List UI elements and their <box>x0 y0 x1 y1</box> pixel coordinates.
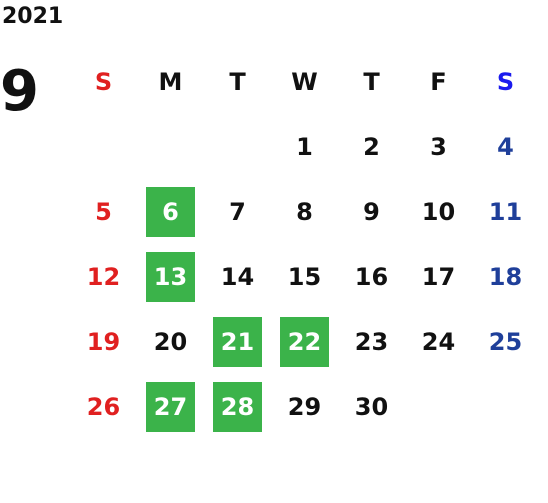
day-cell[interactable]: 7 <box>204 179 271 244</box>
day-cell[interactable]: 20 <box>137 309 204 374</box>
day-number: 7 <box>229 197 246 226</box>
day-cell[interactable]: 29 <box>271 374 338 439</box>
day-cell[interactable]: 16 <box>338 244 405 309</box>
day-cell[interactable]: 18 <box>472 244 539 309</box>
weekday-header-row: S M T W T F S <box>70 49 540 114</box>
day-number: 28 <box>213 381 262 432</box>
day-number: 24 <box>421 327 456 356</box>
day-number <box>213 122 262 172</box>
day-cell[interactable]: 17 <box>405 244 472 309</box>
day-cell[interactable]: 9 <box>338 179 405 244</box>
month-number: 9 <box>0 59 39 124</box>
day-cell[interactable]: 23 <box>338 309 405 374</box>
day-number: 6 <box>146 186 195 237</box>
day-number: 11 <box>488 197 523 226</box>
empty-day-cell <box>405 374 472 439</box>
weekday-header-sunday: S <box>94 67 113 96</box>
day-number <box>79 122 128 172</box>
day-number: 23 <box>354 327 389 356</box>
day-number: 30 <box>354 392 389 421</box>
day-number: 8 <box>296 197 313 226</box>
weekday-header-tuesday: T <box>229 67 246 96</box>
week-row: 12 13 14 15 16 17 18 <box>70 244 540 309</box>
week-row: 19 20 21 22 23 24 25 <box>70 309 540 374</box>
day-number: 22 <box>280 316 329 367</box>
day-number <box>414 382 463 432</box>
day-cell[interactable]: 26 <box>70 374 137 439</box>
day-cell[interactable]: 28 <box>204 374 271 439</box>
weekday-header-saturday: S <box>496 67 515 96</box>
day-cell[interactable]: 22 <box>271 309 338 374</box>
week-row: 1 2 3 4 <box>70 114 540 179</box>
day-number: 29 <box>287 392 322 421</box>
day-number <box>481 382 530 432</box>
day-number: 19 <box>86 327 121 356</box>
day-number: 18 <box>488 262 523 291</box>
day-cell[interactable]: 1 <box>271 114 338 179</box>
weekday-header-wednesday: W <box>291 67 318 96</box>
weekday-header-monday: M <box>158 67 183 96</box>
day-number: 25 <box>488 327 523 356</box>
day-cell[interactable]: 4 <box>472 114 539 179</box>
day-number: 1 <box>296 132 313 161</box>
day-number: 17 <box>421 262 456 291</box>
day-cell[interactable]: 10 <box>405 179 472 244</box>
day-cell[interactable]: 25 <box>472 309 539 374</box>
day-number: 21 <box>213 316 262 367</box>
empty-day-cell <box>204 114 271 179</box>
empty-day-cell <box>70 114 137 179</box>
day-cell[interactable]: 6 <box>137 179 204 244</box>
day-number: 13 <box>146 251 195 302</box>
weekday-header-friday: F <box>430 67 447 96</box>
day-number <box>146 122 195 172</box>
day-cell[interactable]: 27 <box>137 374 204 439</box>
day-number: 16 <box>354 262 389 291</box>
weekday-header-thursday: T <box>363 67 380 96</box>
day-number: 20 <box>153 327 188 356</box>
day-cell[interactable]: 3 <box>405 114 472 179</box>
week-row: 26 27 28 29 30 <box>70 374 540 439</box>
day-number: 3 <box>430 132 447 161</box>
day-number: 10 <box>421 197 456 226</box>
day-cell[interactable]: 13 <box>137 244 204 309</box>
day-cell[interactable]: 8 <box>271 179 338 244</box>
day-number: 5 <box>95 197 112 226</box>
day-cell[interactable]: 2 <box>338 114 405 179</box>
day-cell[interactable]: 19 <box>70 309 137 374</box>
day-cell[interactable]: 14 <box>204 244 271 309</box>
day-number: 15 <box>287 262 322 291</box>
day-number: 12 <box>86 262 121 291</box>
day-number: 26 <box>86 392 121 421</box>
empty-day-cell <box>137 114 204 179</box>
day-number: 9 <box>363 197 380 226</box>
day-number: 14 <box>220 262 255 291</box>
day-cell[interactable]: 21 <box>204 309 271 374</box>
day-cell[interactable]: 5 <box>70 179 137 244</box>
week-row: 5 6 7 8 9 10 11 <box>70 179 540 244</box>
day-cell[interactable]: 15 <box>271 244 338 309</box>
day-cell[interactable]: 30 <box>338 374 405 439</box>
day-number: 27 <box>146 381 195 432</box>
day-number: 2 <box>363 132 380 161</box>
day-cell[interactable]: 24 <box>405 309 472 374</box>
day-cell[interactable]: 12 <box>70 244 137 309</box>
year-label: 2021 <box>2 4 64 29</box>
day-cell[interactable]: 11 <box>472 179 539 244</box>
day-number: 4 <box>497 132 514 161</box>
empty-day-cell <box>472 374 539 439</box>
